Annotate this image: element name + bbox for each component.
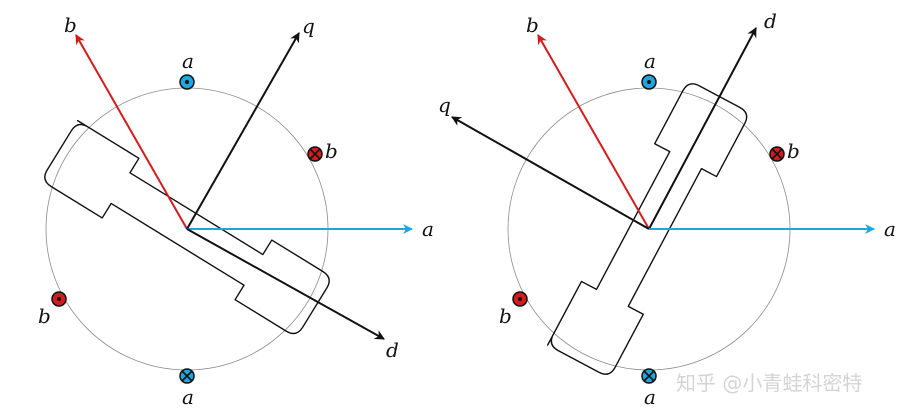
left-b-axis-arrow <box>75 34 188 230</box>
right-b-axis-arrow <box>537 34 650 230</box>
right-a-axis-label: a <box>884 217 896 241</box>
right-coil-a-top-label: a <box>644 49 656 73</box>
left-coil-b-right-label: b <box>325 139 338 163</box>
right-coil-a-bottom-label: a <box>644 385 656 409</box>
left-q-axis-arrow <box>186 32 300 230</box>
right-coil-b-right-label: b <box>787 139 800 163</box>
left-d-axis-arrow <box>186 228 385 340</box>
right-coil-b-right <box>769 146 785 162</box>
left-coil-a-bottom <box>179 368 195 384</box>
left-coil-a-top-label: a <box>182 49 194 73</box>
left-b-axis-label: b <box>64 13 77 37</box>
right-coil-b-left-label: b <box>499 304 512 328</box>
right-diagram: b d q a a a b b <box>438 9 896 409</box>
left-coil-b-left-label: b <box>38 304 51 328</box>
right-rotor <box>546 83 748 375</box>
left-coil-b-right <box>307 146 323 162</box>
right-q-axis-arrow <box>451 116 650 230</box>
left-coil-a-top <box>179 74 195 90</box>
left-q-axis-label: q <box>302 14 315 38</box>
left-d-axis-label: d <box>386 338 399 362</box>
watermark-text: 知乎 @小青蛙科密特 <box>676 371 862 395</box>
right-q-axis-label: q <box>438 93 451 117</box>
right-coil-a-top <box>641 74 657 90</box>
right-d-axis-label: d <box>764 9 777 33</box>
right-coil-b-left <box>512 291 528 307</box>
right-d-axis-arrow <box>648 27 757 230</box>
right-coil-a-bottom <box>641 368 657 384</box>
right-b-axis-label: b <box>526 13 539 37</box>
left-rotor <box>44 119 330 335</box>
left-a-axis-label: a <box>422 217 434 241</box>
left-diagram: b q a d a a b b <box>38 13 434 409</box>
left-coil-a-bottom-label: a <box>182 385 194 409</box>
left-coil-b-left <box>51 291 67 307</box>
